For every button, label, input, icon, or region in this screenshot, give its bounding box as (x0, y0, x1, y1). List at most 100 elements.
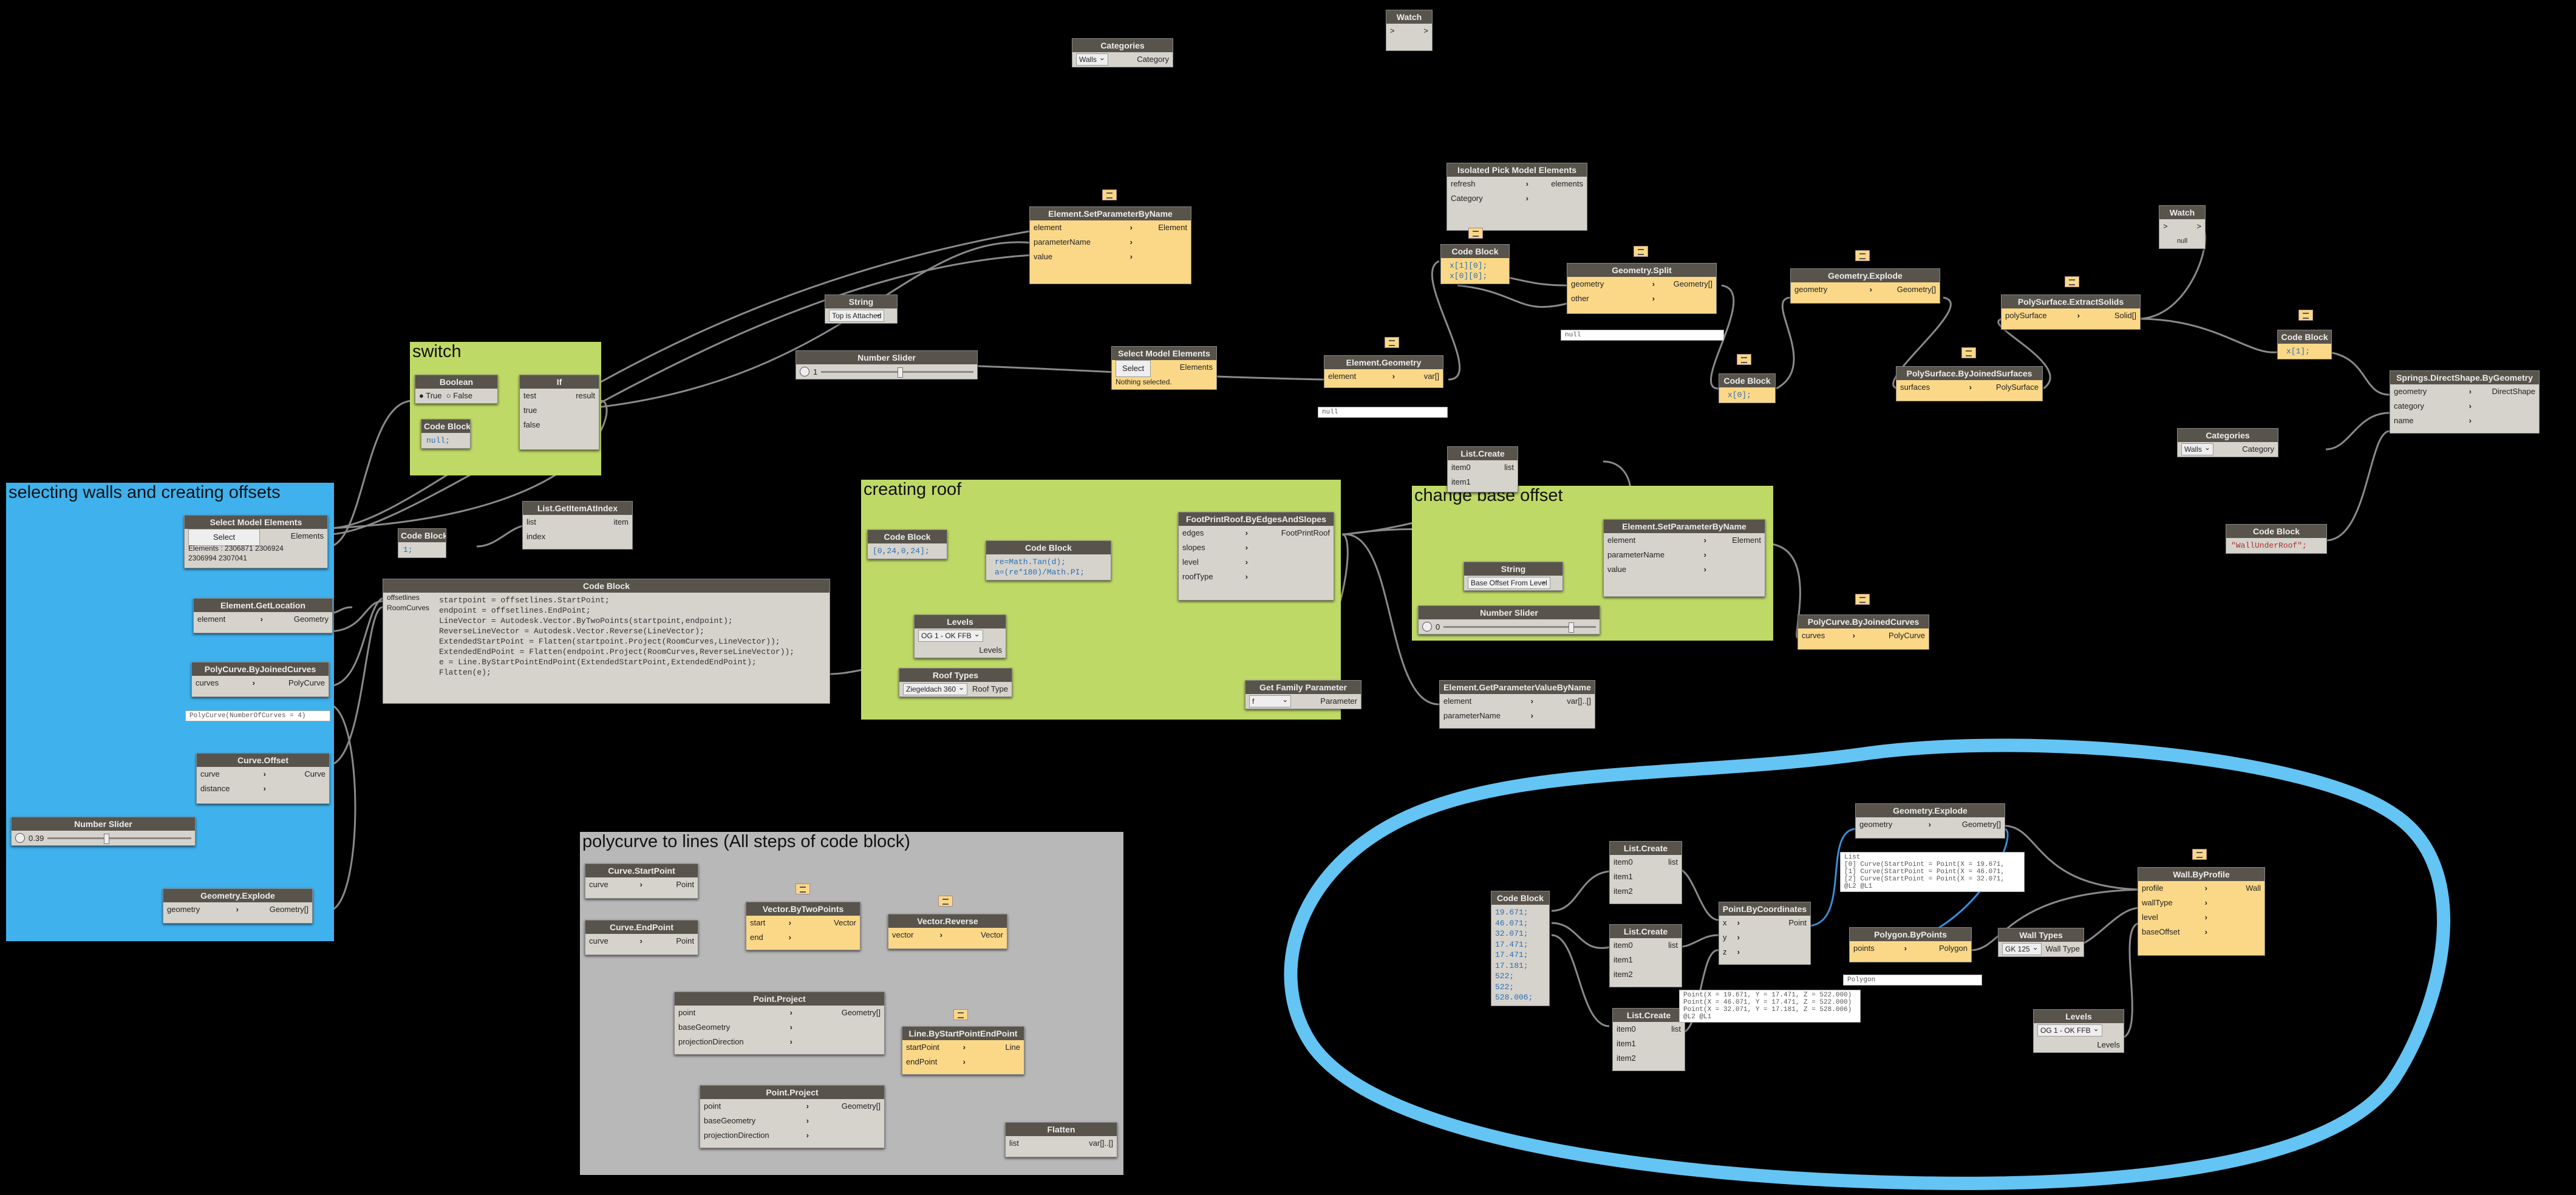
input-base-geometry[interactable]: baseGeometry (700, 1114, 813, 1128)
output-geometry[interactable]: Geometry[] (1896, 285, 1936, 294)
input-curves[interactable]: curves (192, 676, 259, 690)
output-vector[interactable]: Vector (981, 930, 1003, 939)
node-geometry-split[interactable]: Geometry.Split geometry other Geometry[] (1567, 263, 1717, 314)
pin-icon[interactable] (938, 896, 953, 907)
node-flatten[interactable]: Flatten list var[]..[] (1005, 1122, 1117, 1157)
input-geometry[interactable]: geometry (163, 902, 242, 917)
node-polycurve-joined-right[interactable]: PolyCurve.ByJoinedCurves curves PolyCurv… (1797, 615, 1929, 650)
slider-track[interactable] (47, 833, 191, 844)
output-var[interactable]: var[] (1423, 372, 1439, 381)
pin-icon[interactable] (1855, 250, 1870, 261)
output-geometry[interactable]: Geometry[] (269, 905, 308, 914)
node-code-block-one[interactable]: Code Block 1; (398, 528, 446, 558)
input-slopes[interactable]: slopes (1179, 540, 1252, 555)
output-elements[interactable]: Elements (1179, 363, 1213, 372)
input-edges[interactable]: edges (1179, 526, 1252, 540)
code-line[interactable]: re=Math.Tan(d); (995, 557, 1066, 567)
output-port[interactable]: > (2196, 222, 2201, 231)
input-item1[interactable]: item1 (1451, 477, 1471, 486)
input-list[interactable]: list (1009, 1139, 1019, 1148)
node-number-slider-top[interactable]: Number Slider 1 (796, 350, 978, 380)
input-element[interactable]: element (1324, 369, 1399, 384)
node-point-bycoordinates[interactable]: Point.ByCoordinates x y z Point (1719, 902, 1811, 965)
pin-icon[interactable] (2192, 849, 2207, 860)
output-wall[interactable]: Wall (2246, 883, 2261, 893)
radio-true[interactable]: ● (419, 391, 426, 400)
node-springs-directshape[interactable]: Springs.DirectShape.ByGeometry geometry … (2390, 370, 2540, 434)
node-wall-byprofile[interactable]: Wall.ByProfile profile wallType level ba… (2138, 867, 2265, 956)
pin-icon[interactable] (1634, 246, 1648, 257)
input-port[interactable]: > (1390, 26, 1395, 35)
input-parameter-name[interactable]: parameterName (1604, 548, 1710, 562)
input-curve[interactable]: curve (585, 877, 646, 892)
code-line[interactable]: x[0][0]; (1450, 271, 1488, 281)
input-end[interactable]: end (746, 930, 795, 945)
output-roof-type[interactable]: Roof Type (972, 684, 1008, 693)
node-list-create-a[interactable]: List.Create item0 item1 item2 list (1609, 841, 1682, 904)
pin-icon[interactable] (1385, 337, 1399, 348)
input-item0[interactable]: item0 (1613, 941, 1633, 950)
level-dropdown[interactable]: OG 1 - OK FFB (2037, 1023, 2102, 1037)
input-base-geometry[interactable]: baseGeometry (675, 1020, 796, 1035)
roof-type-dropdown[interactable]: Ziegeldach 360 (903, 682, 968, 695)
node-code-block-slopes[interactable]: Code Block re=Math.Tan(d); a=(re*180)/Ma… (986, 540, 1111, 580)
code-line[interactable]: x[0]; (1728, 390, 1752, 400)
input-walltype[interactable]: wallType (2138, 896, 2211, 910)
node-list-create-b[interactable]: List.Create item0 item1 item2 list (1609, 924, 1682, 987)
node-code-block-x0[interactable]: Code Block x[0]; (1719, 373, 1776, 403)
output-result[interactable]: result (576, 391, 595, 400)
node-curve-startpoint[interactable]: Curve.StartPoint curve Point (585, 863, 698, 899)
output-wall-type[interactable]: Wall Type (2045, 944, 2080, 953)
node-list-create-top[interactable]: List.Create item0 item1 list (1447, 446, 1518, 492)
node-get-parameter-value[interactable]: Element.GetParameterValueByName element … (1439, 680, 1595, 729)
node-set-parameter-top[interactable]: Element.SetParameterByName element param… (1029, 206, 1191, 284)
output-polycurve[interactable]: PolyCurve (1889, 631, 1925, 640)
output-point[interactable]: Point (1788, 918, 1807, 927)
input-endpoint[interactable]: endPoint (902, 1055, 969, 1069)
pin-icon[interactable] (2298, 310, 2313, 321)
code-line[interactable]: 1; (403, 545, 413, 554)
node-vector-twopoints[interactable]: Vector.ByTwoPoints start end Vector (746, 902, 860, 950)
input-item1[interactable]: item1 (1617, 1039, 1636, 1048)
input-roomcurves[interactable]: RoomCurves (387, 604, 430, 612)
node-geometry-explode-left[interactable]: Geometry.Explode geometry Geometry[] (163, 888, 313, 924)
node-point-project-1[interactable]: Point.Project point baseGeometry project… (674, 992, 885, 1055)
node-levels-bottom[interactable]: Levels OG 1 - OK FFB Levels (2033, 1009, 2124, 1053)
output-vector[interactable]: Vector (834, 918, 856, 927)
input-curve[interactable]: curve (585, 934, 646, 948)
output-curve[interactable]: Curve (304, 769, 325, 778)
output-geometry[interactable]: Geometry[] (1961, 820, 2001, 829)
output-var[interactable]: var[]..[] (1089, 1139, 1113, 1148)
node-element-geometry[interactable]: Element.Geometry element var[] (1324, 355, 1443, 388)
input-distance[interactable]: distance (197, 781, 270, 796)
pin-icon[interactable] (2065, 276, 2079, 287)
output-element[interactable]: Element (1732, 536, 1761, 545)
node-list-getitem[interactable]: List.GetItemAtIndex list index item (522, 501, 633, 550)
node-wall-types[interactable]: Wall Types GK 125 Wall Type (1998, 928, 2084, 957)
input-level[interactable]: level (2138, 910, 2211, 925)
node-watch-top[interactable]: Watch >> (1386, 10, 1433, 51)
input-offsetlines[interactable]: offsetlines (387, 593, 420, 602)
node-string-offset[interactable]: String Base Offset From Level (1463, 562, 1563, 591)
code-line[interactable]: a=(re*180)/Math.PI; (995, 568, 1085, 577)
node-point-project-2[interactable]: Point.Project point baseGeometry project… (700, 1085, 885, 1148)
output-element[interactable]: Element (1158, 223, 1187, 232)
input-item2[interactable]: item2 (1613, 970, 1633, 979)
input-refresh[interactable]: refresh (1447, 177, 1532, 191)
node-if[interactable]: If test true false result (519, 375, 599, 450)
pin-icon[interactable] (953, 1009, 968, 1020)
output-geometry[interactable]: Geometry (293, 615, 329, 624)
output-footprintroof[interactable]: FootPrintRoof (1281, 528, 1330, 537)
category-dropdown[interactable]: Walls (1076, 52, 1108, 66)
category-dropdown[interactable]: Walls (2181, 442, 2213, 455)
input-geometry[interactable]: geometry (1856, 817, 1935, 832)
node-geometry-explode-bottom[interactable]: Geometry.Explode geometry Geometry[] (1855, 803, 2005, 839)
output-line[interactable]: Line (1005, 1043, 1020, 1052)
output-directshape[interactable]: DirectShape (2492, 387, 2535, 396)
pin-icon[interactable] (1855, 594, 1870, 605)
node-list-create-c[interactable]: List.Create item0 item1 item2 list (1612, 1008, 1685, 1071)
output-port[interactable]: > (1423, 26, 1428, 35)
play-icon[interactable] (800, 367, 809, 376)
output-port[interactable]: Category (2242, 444, 2274, 454)
